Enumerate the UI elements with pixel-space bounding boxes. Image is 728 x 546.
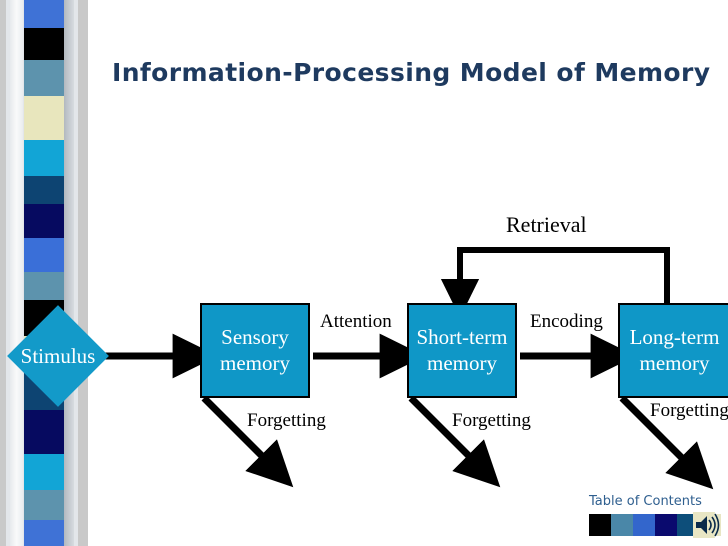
- ribbon-band-1: [24, 28, 64, 60]
- forgetting-label-sensory: Forgetting: [247, 410, 326, 431]
- page-title: Information-Processing Model of Memory: [112, 58, 711, 87]
- forgetting-label-longterm: Forgetting: [650, 400, 728, 421]
- footer-swatch-2: [633, 514, 655, 536]
- stimulus-label: Stimulus: [20, 343, 96, 368]
- ribbon-band-2: [24, 60, 64, 96]
- forgetting-label-shortterm: Forgetting: [452, 410, 531, 431]
- table-of-contents-link[interactable]: Table of Contents: [589, 494, 702, 509]
- short-term-memory-box[interactable]: Short-term memory: [407, 303, 517, 398]
- ribbon-band-8: [24, 272, 64, 300]
- ribbon-band-14: [24, 454, 64, 490]
- footer-swatch-3: [655, 514, 677, 536]
- ribbon-band-0: [24, 0, 64, 28]
- arrow-forgetting-shortterm: [408, 395, 501, 488]
- sensory-memory-line2: memory: [220, 350, 290, 375]
- speaker-icon[interactable]: [693, 512, 721, 538]
- sensory-memory-line1: Sensory: [221, 324, 289, 349]
- retrieval-label: Retrieval: [506, 212, 587, 237]
- short-term-memory-line2: memory: [427, 350, 497, 375]
- ribbon-band-4: [24, 140, 64, 176]
- ribbon-band-15: [24, 490, 64, 520]
- ribbon-color-bands: [24, 0, 64, 546]
- attention-label: Attention: [320, 311, 392, 332]
- ribbon-band-13: [24, 410, 64, 454]
- ribbon-band-3: [24, 96, 64, 140]
- long-term-memory-box[interactable]: Long-term memory: [618, 303, 728, 398]
- encoding-label: Encoding: [530, 311, 603, 332]
- stimulus-node[interactable]: Stimulus: [7, 305, 109, 407]
- ribbon-band-6: [24, 204, 64, 238]
- ribbon-band-5: [24, 176, 64, 204]
- ribbon-band-7: [24, 238, 64, 272]
- arrow-retrieval: [440, 247, 670, 318]
- long-term-memory-line2: memory: [639, 350, 710, 375]
- arrow-forgetting-sensory: [201, 395, 294, 488]
- long-term-memory-line1: Long-term: [629, 324, 720, 349]
- short-term-memory-line1: Short-term: [416, 324, 508, 349]
- ribbon-band-16: [24, 520, 64, 546]
- footer-swatch-0: [589, 514, 611, 536]
- footer-swatch-1: [611, 514, 633, 536]
- sensory-memory-box[interactable]: Sensory memory: [200, 303, 310, 398]
- decorative-side-ribbon: [0, 0, 88, 546]
